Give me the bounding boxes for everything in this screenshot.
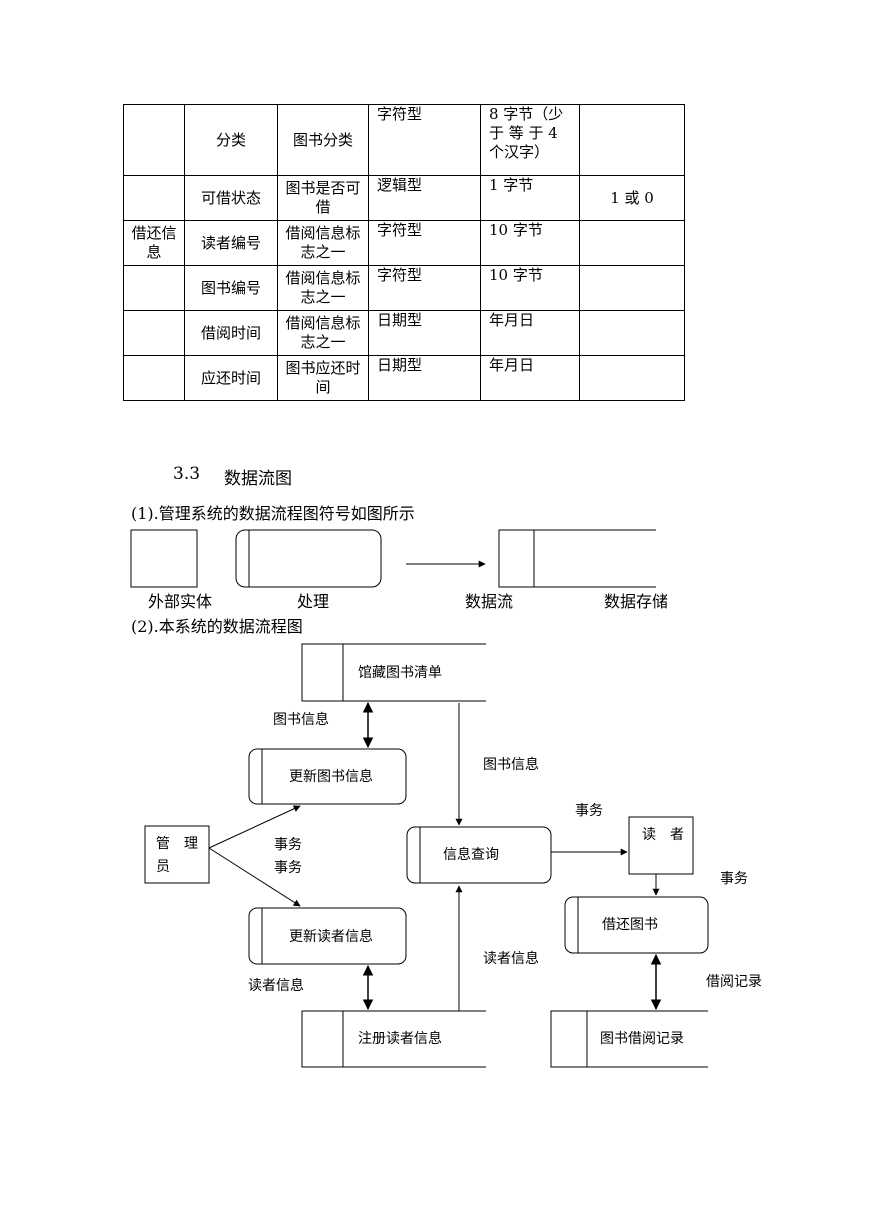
- table-cell: 字符型: [368, 220, 481, 266]
- legend-data-store: 数据存储: [498, 529, 668, 611]
- store-borrow-record: 图书借阅记录: [550, 1010, 708, 1068]
- store-reader-register: 注册读者信息: [301, 1010, 486, 1068]
- entity-admin-label-a: 管 理: [156, 836, 198, 852]
- table-row: 可借状态 图书是否可借 逻辑型 1 字节 1 或 0: [123, 175, 685, 221]
- store-book-list: 馆藏图书清单: [301, 643, 486, 702]
- legend-data-store-label: 数据存储: [604, 592, 668, 611]
- table-cell: [579, 355, 685, 401]
- process-borrow-return: 借还图书: [564, 896, 709, 954]
- table-cell: 借阅信息标志之一: [277, 265, 369, 311]
- table-row: 应还时间 图书应还时间 日期型 年月日: [123, 355, 685, 401]
- table-cell: [123, 310, 185, 356]
- table-cell: 1 字节: [480, 175, 580, 221]
- entity-admin-label-b: 员: [156, 859, 170, 875]
- table-cell: 借阅信息标志之一: [277, 310, 369, 356]
- entity-reader: 读 者: [628, 816, 694, 875]
- table-cell: 借阅信息标志之一: [277, 220, 369, 266]
- table-cell: 图书应还时间: [277, 355, 369, 401]
- store-reader-register-label: 注册读者信息: [358, 1030, 442, 1047]
- table-cell: 年月日: [480, 310, 580, 356]
- legend-data-flow: 数据流: [406, 560, 513, 611]
- field-spec-table: 分类 图书分类 字符型 8 字节（少于 等 于 4 个汉字） 可借状态 图书是否…: [123, 104, 685, 401]
- table-cell: 图书编号: [184, 265, 278, 311]
- process-update-book: 更新图书信息: [248, 748, 407, 805]
- table-row: 借还信息 读者编号 借阅信息标志之一 字符型 10 字节: [123, 220, 685, 266]
- table-cell: [579, 310, 685, 356]
- legend-process-label: 处理: [297, 592, 329, 611]
- diagram-intro: (2).本系统的数据流程图: [131, 617, 303, 636]
- legend-external-entity-label: 外部实体: [148, 592, 212, 611]
- section-number: 3.3: [173, 464, 201, 484]
- flow-label-affair-2: 事务: [274, 860, 302, 876]
- legend-intro: (1).管理系统的数据流程图符号如图所示: [131, 504, 415, 523]
- table-row: 图书编号 借阅信息标志之一 字符型 10 字节: [123, 265, 685, 311]
- flow-label-affair-3: 事务: [575, 803, 603, 819]
- process-update-reader: 更新读者信息: [248, 907, 407, 965]
- store-borrow-record-label: 图书借阅记录: [600, 1031, 684, 1047]
- process-update-reader-label: 更新读者信息: [289, 928, 373, 945]
- section-title: 数据流图: [224, 469, 292, 489]
- table-cell: 日期型: [368, 355, 481, 401]
- flow-label-book-info-left: 图书信息: [273, 711, 329, 728]
- flow-admin-update-reader: [208, 847, 301, 907]
- process-query: 信息查询: [406, 826, 552, 884]
- flow-label-affair-1: 事务: [274, 837, 302, 853]
- table-cell: [123, 355, 185, 401]
- table-cell: 字符型: [368, 104, 481, 176]
- table-cell: [123, 265, 185, 311]
- flow-label-book-info-right: 图书信息: [483, 756, 539, 773]
- entity-reader-label: 读 者: [642, 826, 684, 843]
- flow-admin-update-book: [208, 805, 301, 849]
- flow-label-reader-info-right: 读者信息: [483, 950, 539, 967]
- table-cell: 1 或 0: [579, 175, 685, 221]
- table-cell: 日期型: [368, 310, 481, 356]
- legend-process: 处理: [235, 529, 382, 611]
- legend-data-flow-label: 数据流: [465, 592, 513, 611]
- table-cell: 逻辑型: [368, 175, 481, 221]
- entity-admin: 管 理 员: [144, 825, 210, 884]
- table-cell: 年月日: [480, 355, 580, 401]
- table-cell: 借阅时间: [184, 310, 278, 356]
- process-update-book-label: 更新图书信息: [289, 768, 373, 785]
- process-borrow-return-label: 借还图书: [602, 917, 658, 933]
- table-cell: 应还时间: [184, 355, 278, 401]
- flow-label-borrow-log: 借阅记录: [706, 974, 762, 990]
- legend-external-entity: 外部实体: [130, 529, 212, 611]
- table-cell: [123, 175, 185, 221]
- table-cell: 10 字节: [480, 220, 580, 266]
- flow-label-affair-4: 事务: [720, 871, 748, 887]
- table-cell: 读者编号: [184, 220, 278, 266]
- table-cell: [123, 104, 185, 176]
- store-book-list-label: 馆藏图书清单: [358, 665, 442, 681]
- table-cell: 字符型: [368, 265, 481, 311]
- process-query-label: 信息查询: [443, 846, 499, 863]
- table-row: 借阅时间 借阅信息标志之一 日期型 年月日: [123, 310, 685, 356]
- flow-label-reader-info-left: 读者信息: [248, 977, 304, 994]
